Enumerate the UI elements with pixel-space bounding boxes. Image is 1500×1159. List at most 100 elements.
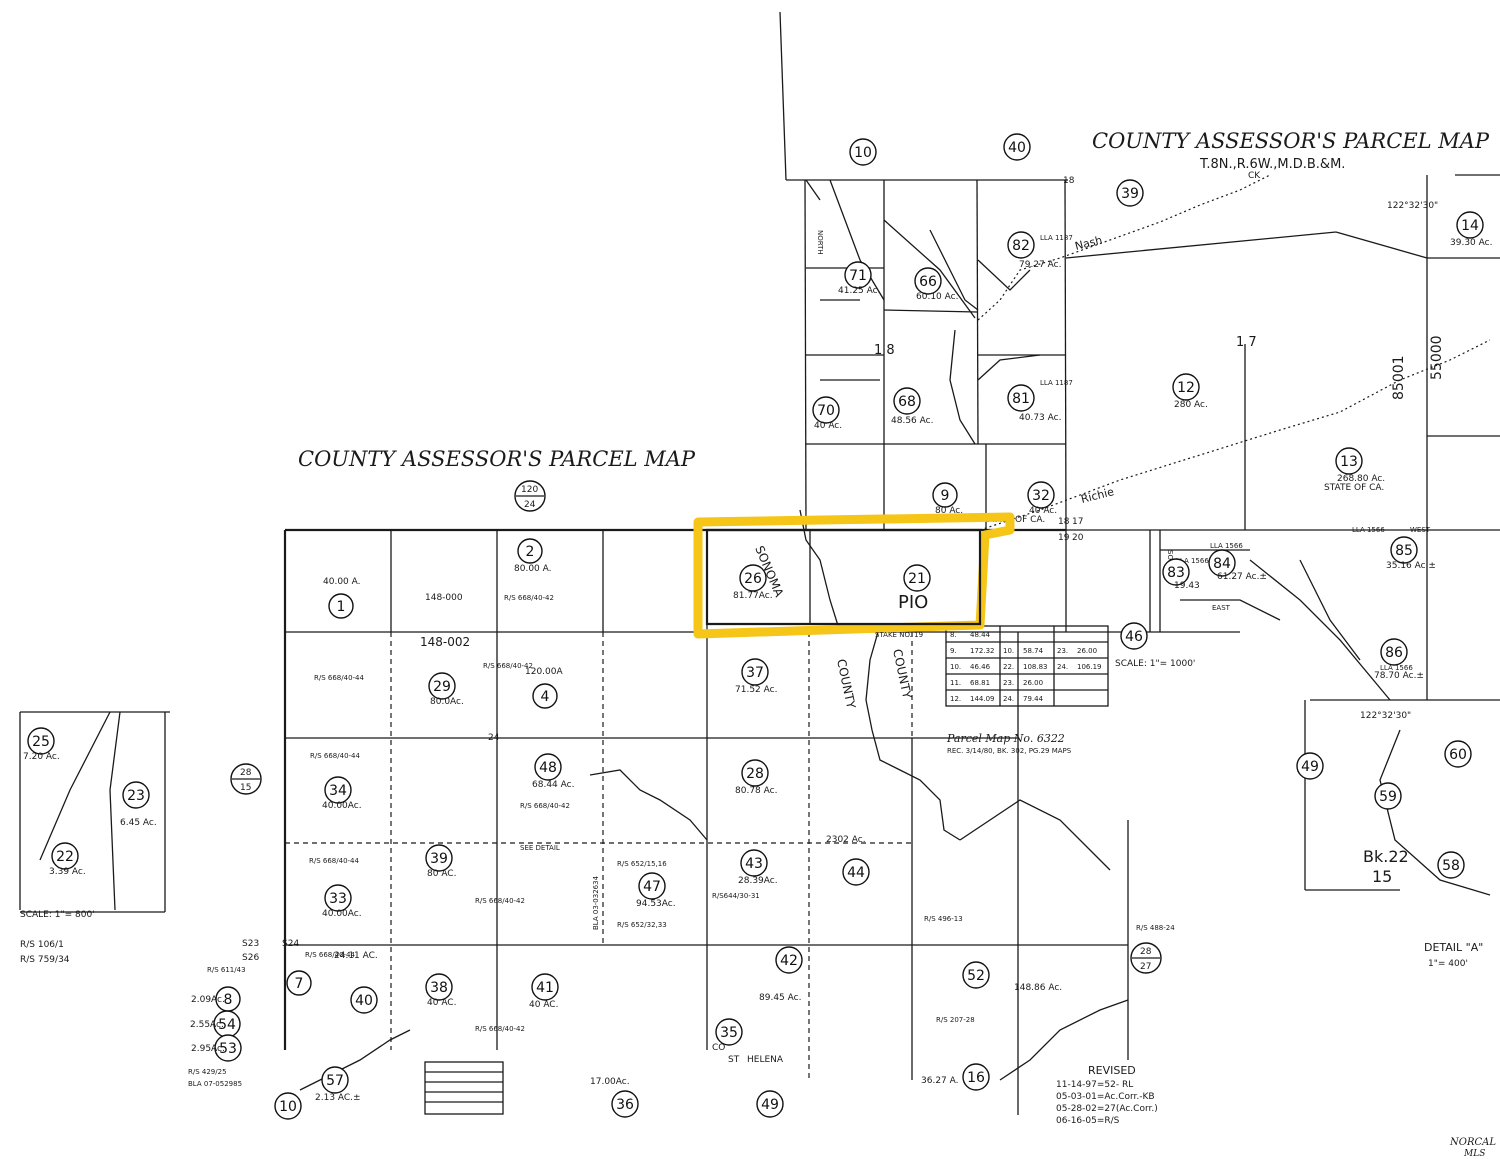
parcel-acreage: 80 AC.	[427, 869, 456, 879]
table-cell: 10.	[950, 663, 961, 671]
parcel-circle	[517, 538, 543, 564]
table-cell: 12.	[950, 695, 961, 703]
parcel-number: 49	[1301, 759, 1319, 775]
parcel-acreage: 81.77Ac.	[733, 591, 773, 601]
parcel-number: 52	[967, 968, 985, 984]
table-cell: 48.44	[970, 631, 991, 639]
parcel-acreage: 68.44 Ac.	[532, 780, 574, 790]
parcel-circle	[849, 138, 877, 166]
rs-8: R/S 668/40-42	[475, 1025, 525, 1033]
coord-bottom: 122°32'30"	[1360, 711, 1411, 721]
parcel-acreage: 148.86 Ac.	[1014, 983, 1062, 993]
sec-18: 18	[1063, 176, 1075, 186]
parcel-map-no: Parcel Map No. 6322	[946, 732, 1065, 745]
parcel-number: 36	[616, 1097, 634, 1113]
bk-15-label: 15	[1372, 867, 1392, 886]
parcel-number: 47	[643, 879, 661, 895]
east-label: EAST	[1212, 604, 1231, 612]
parcel-acreage: 40.00Ac.	[322, 909, 362, 919]
scale-label: SCALE: 1"= 1000'	[1115, 659, 1195, 669]
subject-parcel-highlight	[693, 512, 1015, 639]
parcel-circle	[1208, 549, 1236, 577]
n55000-label: 55000	[1429, 335, 1445, 380]
parcel-acreage: 79.27 Ac.	[1019, 260, 1061, 270]
parcel-49: 49	[1296, 752, 1324, 780]
parcel-circle	[775, 946, 803, 974]
parcel-circle	[1162, 558, 1190, 586]
table-cell: 9.	[950, 647, 957, 655]
parcel-acreage: 24.11 AC.	[334, 951, 378, 961]
parcel-circle	[1003, 133, 1031, 161]
svg-text:27: 27	[1140, 962, 1151, 972]
parcel-acreage: 80.78 Ac.	[735, 786, 777, 796]
bla-2: BLA 03-032634	[592, 875, 600, 930]
parcel-circle	[844, 261, 872, 289]
parcel-circle	[1116, 179, 1144, 207]
parcel-number: 28	[746, 766, 764, 782]
rs-1: R/S 668/40-42	[504, 594, 554, 602]
svg-text:REVISED: REVISED	[1088, 1064, 1136, 1077]
lla-2: LLA 1187	[1040, 379, 1073, 387]
parcel-49: 49	[756, 1090, 784, 1118]
parcel-acreage: 2.09Ac.	[191, 995, 225, 1005]
parcel-59: 59	[1374, 782, 1402, 810]
parcel-number: 83	[1167, 565, 1185, 581]
bla-label: BLA 07-052985	[188, 1080, 242, 1088]
west-subdivision-lines	[19, 711, 170, 913]
table-cell: 24.	[1057, 663, 1068, 671]
parcel-40: 40	[1003, 133, 1031, 161]
parcel-circle	[428, 672, 456, 700]
parcel-circle	[741, 759, 769, 787]
parcel-circle	[1335, 447, 1363, 475]
bottom-table	[424, 1061, 504, 1115]
st-label: ST	[728, 1055, 740, 1065]
parcel-35: 35	[715, 1018, 743, 1046]
parcel-22: 223.39 Ac.	[49, 842, 86, 877]
svg-text:05-28-02=27(Ac.Corr.): 05-28-02=27(Ac.Corr.)	[1056, 1104, 1158, 1114]
parcel-number: 44	[847, 865, 865, 881]
parcel-number: 59	[1379, 789, 1397, 805]
parcel-acreage: 80 Ac.	[935, 506, 963, 516]
parcel-acreage: 41.25 Ac.	[838, 286, 880, 296]
book-ref-right: 28 27	[1130, 942, 1162, 974]
bk-label: Bk.22	[1363, 847, 1409, 866]
parcel-number: 41	[536, 980, 554, 996]
sec-24: 24	[488, 733, 500, 743]
parcel-number: 21	[908, 571, 926, 587]
table-cell: 46.46	[970, 663, 991, 671]
parcel-2: 280.00 A.	[514, 538, 552, 574]
parcel-circle	[286, 970, 312, 996]
west-label: WEST	[1410, 526, 1431, 534]
parcel-21: 21	[903, 564, 931, 592]
parcel-circle	[122, 781, 150, 809]
parcel-circle	[715, 1018, 743, 1046]
rs-16: R/S 652/15,16	[617, 860, 667, 868]
svg-text:28: 28	[1140, 947, 1152, 957]
lla-3: LLA 1566	[1352, 526, 1385, 534]
nash-creek	[977, 174, 1271, 321]
coord-top: 122°32'30"	[1387, 201, 1438, 211]
svg-text:24: 24	[524, 500, 536, 510]
parcel-acreage: 40 Ac.	[814, 421, 842, 431]
parcel-acreage: 40.00Ac.	[322, 801, 362, 811]
pio-label: PIO	[898, 592, 928, 613]
parcel-circle	[893, 387, 921, 415]
mls-mark: MLS	[1463, 1149, 1485, 1159]
rs-17: R/S 668/40-44	[305, 951, 355, 959]
parcel-number: 8	[224, 992, 233, 1008]
parcel-7: 7	[286, 970, 312, 996]
parcel-circle	[740, 849, 768, 877]
parcel-number: 4	[541, 689, 550, 705]
